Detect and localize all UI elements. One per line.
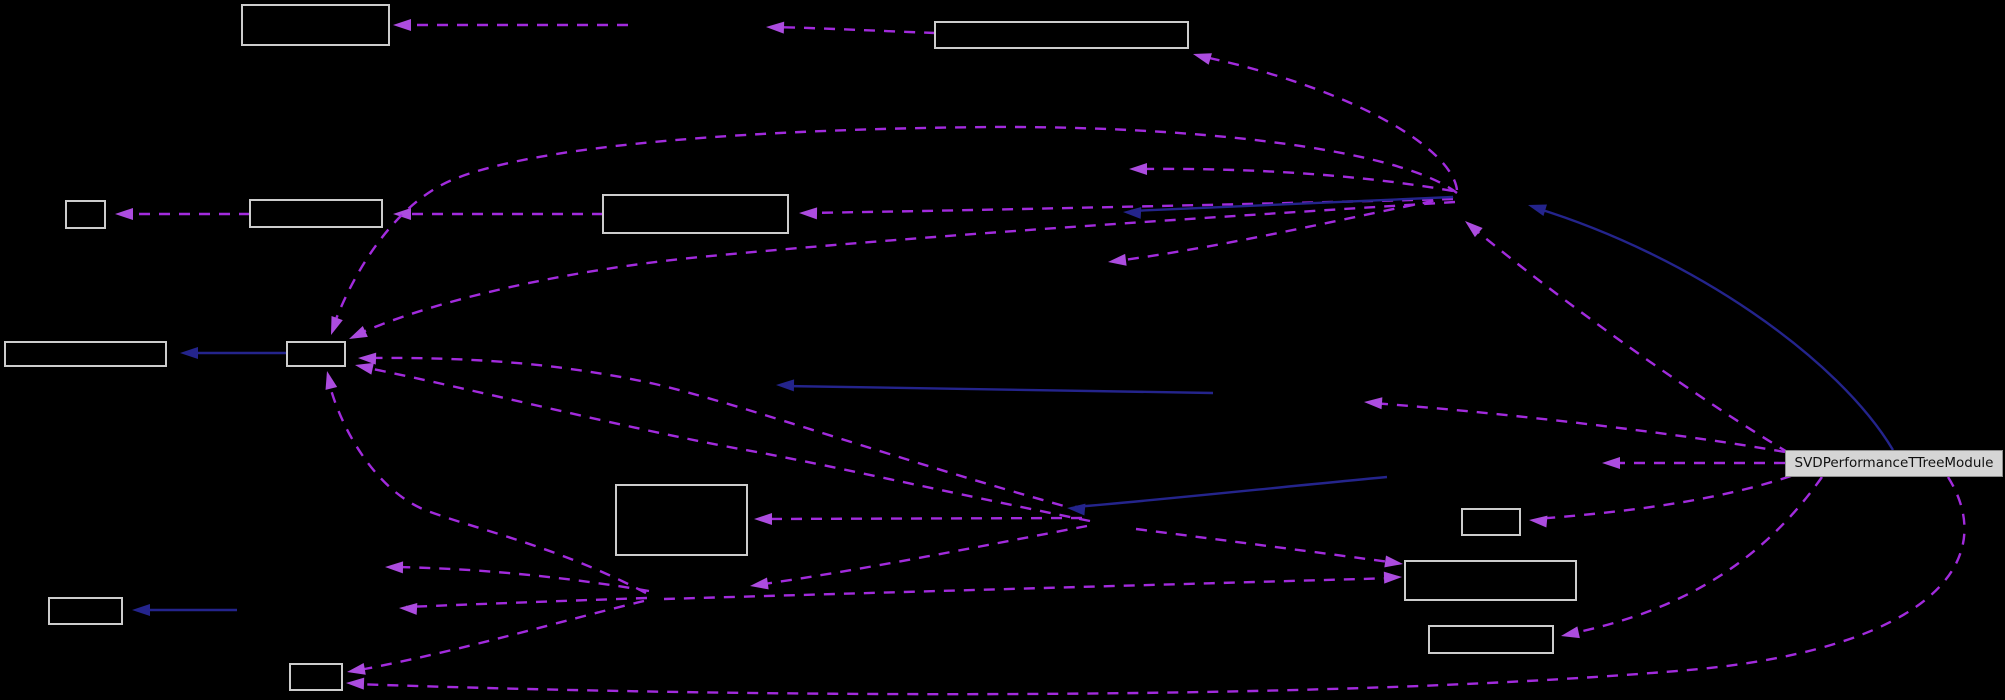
edge-30 [783,384,1214,395]
arrowhead-icon [325,371,338,390]
node-3[interactable] [65,200,106,229]
edge-32 [1535,206,1895,451]
arrowhead-icon [1602,457,1620,469]
edge-12 [362,365,1091,523]
node-13[interactable] [1428,625,1554,654]
edge-15 [405,596,648,609]
edge-10 [355,200,1456,337]
edge-4 [1136,167,1454,193]
arrowhead-icon [1529,515,1548,528]
node-1[interactable] [241,4,390,46]
arrowhead-icon [132,604,150,616]
edge-17 [352,476,1966,696]
arrowhead-icon [1465,221,1483,238]
arrowhead-icon [358,352,377,365]
node-11[interactable] [1461,508,1521,536]
node-5[interactable] [602,194,789,234]
arrowhead-icon [766,21,785,34]
arrowhead-icon [399,602,418,615]
arrowhead-icon [393,19,411,31]
edge-22 [1535,474,1792,521]
node-7[interactable] [286,341,346,367]
edge-26 [1471,226,1790,455]
node-8[interactable] [615,484,748,556]
edge-23 [1568,476,1823,636]
arrowhead-icon [349,325,368,339]
edge-31 [1074,475,1388,509]
arrowhead-icon [393,208,411,220]
node-12[interactable] [1404,560,1577,601]
arrowhead-icon [1384,555,1403,568]
node-2[interactable] [934,21,1189,49]
edge-19 [760,516,1083,521]
edge-14 [391,565,650,593]
arrowhead-icon [750,577,769,590]
arrowhead-icon [346,677,365,690]
arrowhead-icon [385,561,404,574]
node-10[interactable] [289,663,343,691]
edge-29 [1130,195,1454,213]
edge-21 [663,576,1396,601]
node-4[interactable] [249,199,383,228]
arrowhead-icon [115,208,133,220]
node-9[interactable] [48,597,123,625]
arrowhead-icon [1067,503,1086,516]
arrowhead-icon [1364,397,1383,410]
arrowhead-icon [331,316,343,335]
arrowhead-icon [776,379,795,392]
arrowhead-icon [1383,571,1402,584]
arrowhead-icon [799,207,818,220]
arrowhead-icon [1108,253,1127,266]
arrowhead-icon [754,513,772,525]
edge-24 [1371,401,1786,454]
edge-3 [1199,54,1459,191]
edge-9 [331,125,1458,328]
arrowhead-icon [355,362,374,375]
node-svdperformancettreemodule[interactable]: SVDPerformanceTTreeModule [1785,450,2003,477]
arrowhead-icon [1528,204,1547,217]
edge-11 [365,356,1083,513]
edge-20 [1135,527,1398,565]
arrowhead-icon [1561,626,1580,639]
node-6[interactable] [4,341,167,367]
edge-18 [756,524,1088,587]
edge-13 [326,378,647,595]
arrowhead-icon [1129,163,1147,175]
arrowhead-icon [1123,206,1142,219]
edge-2 [772,25,936,35]
arrowhead-icon [347,662,366,675]
arrowhead-icon [1193,53,1212,65]
edge-16 [353,599,645,673]
arrowhead-icon [180,347,198,359]
